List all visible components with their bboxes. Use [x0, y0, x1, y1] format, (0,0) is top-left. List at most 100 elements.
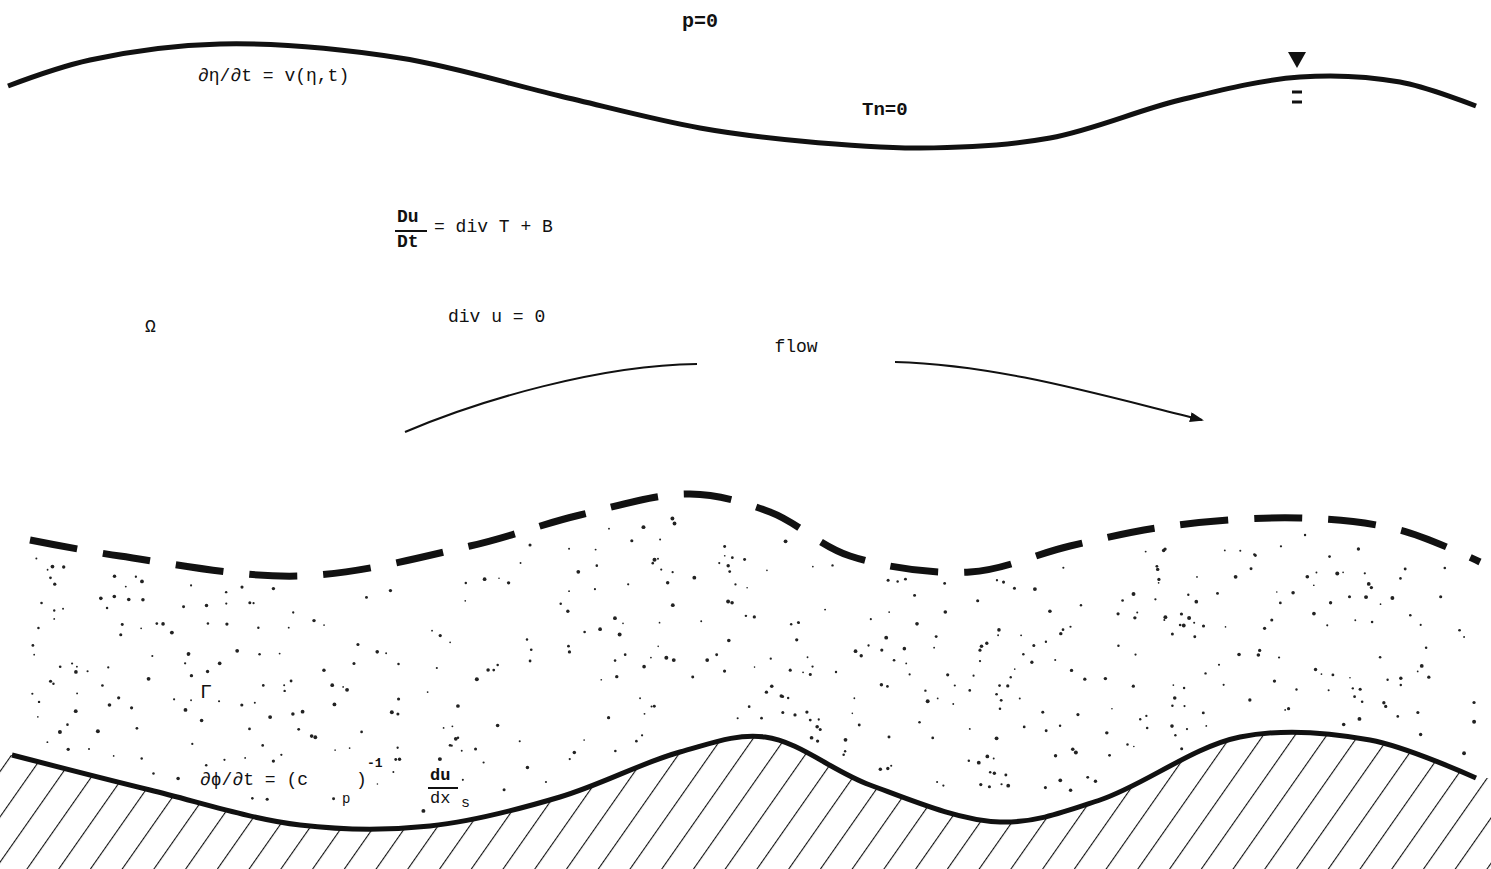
sediment-dot — [1276, 591, 1278, 593]
sediment-dot — [765, 691, 768, 694]
sediment-dot — [1126, 743, 1128, 745]
sediment-dot — [235, 649, 239, 653]
sediment-dot — [1328, 689, 1330, 691]
sediment-dot — [1357, 547, 1360, 550]
sediment-dot — [283, 684, 285, 686]
sediment-dot — [670, 517, 674, 521]
sediment-dot — [205, 764, 208, 767]
sediment-dot — [66, 723, 69, 726]
sediment-dot — [988, 785, 991, 788]
sediment-dot — [931, 736, 934, 739]
sediment-dot — [1158, 582, 1160, 584]
sediment-dot — [770, 684, 774, 688]
sediment-dot — [528, 544, 531, 547]
sediment-dot — [1313, 584, 1315, 586]
sediment-dot — [809, 719, 812, 722]
sediment-dot — [583, 739, 585, 741]
sediment-dot — [1386, 679, 1388, 681]
sediment-dot — [818, 718, 820, 720]
sediment-dot — [283, 690, 285, 692]
sediment-dot — [979, 660, 981, 662]
sediment-dot — [1105, 731, 1108, 734]
sediment-dot — [155, 622, 158, 625]
sediment-dot — [886, 767, 889, 770]
sediment-dot — [1328, 555, 1331, 558]
sediment-dot — [291, 712, 295, 716]
sediment-dot — [1331, 674, 1334, 677]
sediment-dot — [526, 766, 529, 769]
sediment-dot — [1248, 698, 1251, 701]
sediment-dot — [573, 751, 577, 755]
sediment-dot — [926, 699, 930, 703]
sediment-dot — [375, 650, 379, 654]
sediment-dot — [223, 759, 225, 761]
sediment-dot — [1117, 645, 1119, 647]
sediment-dot — [583, 631, 586, 634]
sediment-dot — [1132, 592, 1136, 596]
sediment-dot — [969, 728, 971, 730]
sediment-dot — [443, 727, 445, 729]
sediment-dot — [449, 744, 452, 747]
sediment-dot — [724, 555, 726, 557]
stress-condition: Tn=0 — [862, 100, 908, 121]
sediment-dot — [995, 736, 999, 740]
sediment-dot — [1019, 698, 1021, 700]
sediment-dot — [37, 716, 39, 718]
sediment-dot — [607, 716, 610, 719]
sediment-dot — [257, 627, 259, 629]
sediment-dot — [1083, 678, 1086, 681]
sediment-dot — [651, 706, 653, 708]
sediment-dot — [258, 653, 261, 656]
sediment-dot — [1111, 708, 1113, 710]
sediment-dot — [1287, 707, 1290, 710]
sediment-dot — [1121, 599, 1124, 602]
sediment-dot — [62, 608, 64, 610]
sediment-dot — [618, 633, 622, 637]
sediment-dot — [519, 740, 521, 742]
sediment-dot — [1204, 672, 1206, 674]
sediment-dot — [1357, 717, 1361, 721]
sediment-dot — [76, 666, 78, 668]
sediment-dot — [475, 677, 479, 681]
sediment-dot — [53, 609, 55, 611]
sediment-dot — [1205, 725, 1207, 727]
sediment-dot — [641, 734, 643, 736]
sediment-dot — [890, 765, 892, 767]
bed-hatching — [0, 732, 1491, 869]
sediment-dot — [240, 703, 243, 706]
sediment-dot — [795, 638, 798, 641]
sediment-dot — [608, 528, 610, 530]
sediment-dot — [614, 750, 617, 753]
sediment-dot — [671, 603, 675, 607]
sediment-dot — [666, 581, 670, 585]
sediment-dot — [842, 753, 845, 756]
sediment-dot — [784, 539, 788, 543]
sediment-dot — [334, 749, 336, 751]
sediment-dot — [266, 798, 269, 801]
sediment-dot — [272, 587, 275, 590]
sediment-dot — [1462, 751, 1466, 755]
sediment-dot — [924, 689, 926, 691]
sediment-dot — [1304, 534, 1306, 536]
sediment-dot — [1305, 575, 1309, 579]
sediment-dot — [968, 689, 971, 692]
sediment-dot — [1364, 595, 1368, 599]
sediment-dot — [345, 688, 349, 692]
sediment-dot — [867, 644, 869, 646]
sediment-dot — [650, 657, 652, 659]
sediment-dot — [1044, 786, 1047, 789]
sediment-dot — [639, 697, 641, 699]
sediment-dot — [1086, 776, 1089, 779]
sediment-dot — [40, 602, 43, 605]
sediment-dot — [498, 577, 500, 579]
sediment-dot — [989, 771, 992, 774]
sediment-dot — [1342, 571, 1344, 573]
sediment-dot — [793, 713, 796, 716]
sediment-dot — [1280, 545, 1282, 547]
sediment-dot — [1472, 701, 1475, 704]
sediment-dot — [568, 548, 570, 550]
sediment-dot — [1258, 649, 1261, 652]
sediment-dot — [496, 664, 499, 667]
sediment-dot — [1054, 754, 1057, 757]
sediment-dot — [396, 747, 398, 749]
